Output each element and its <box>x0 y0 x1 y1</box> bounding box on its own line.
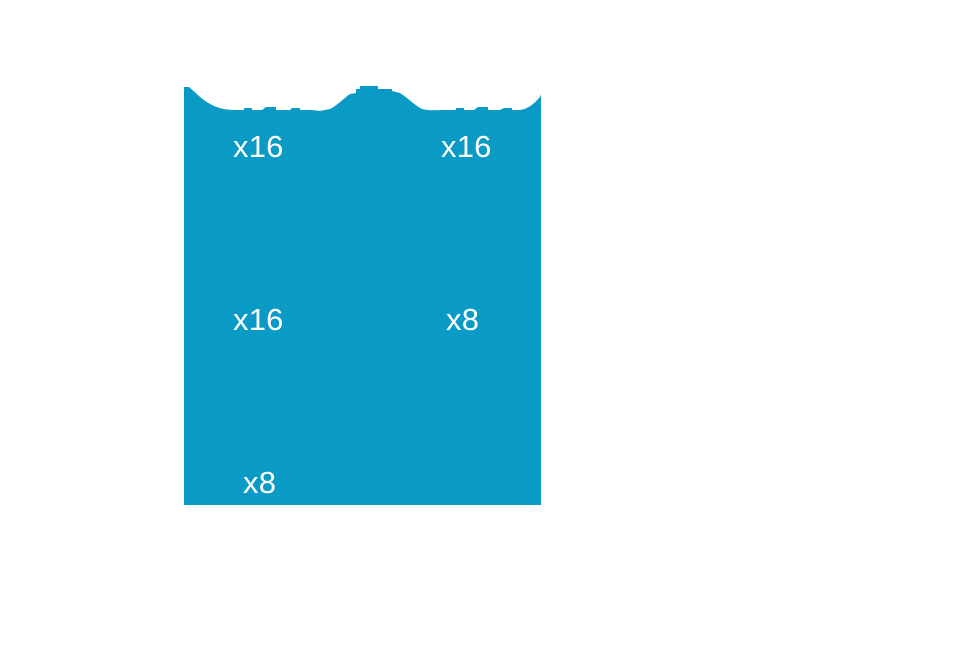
region-label-r2c2: x8 <box>446 302 480 337</box>
region-label-r2c1: x16 <box>233 302 284 337</box>
region-label-r3c1: x8 <box>243 465 277 500</box>
region-label-r1c2: x16 <box>441 129 492 164</box>
region-label-r1c1: x16 <box>233 129 284 164</box>
blue-region-path <box>184 86 541 505</box>
